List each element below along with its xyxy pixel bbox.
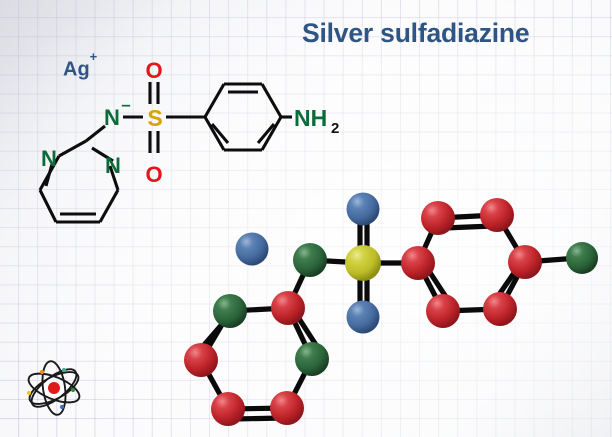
page-title: Silver sulfadiazine <box>302 18 530 48</box>
electron-dot <box>39 369 45 375</box>
silver-ion-charge: + <box>89 48 98 64</box>
electron-dot <box>61 367 67 373</box>
nucleus <box>48 382 60 394</box>
silver-ion-symbol: Ag <box>63 58 90 81</box>
silver-ion-label: Ag+ <box>63 49 97 82</box>
atom-logo-group <box>26 360 81 416</box>
electron-dot <box>26 390 32 396</box>
electron-dot <box>59 404 65 410</box>
electron-dot <box>70 387 76 393</box>
